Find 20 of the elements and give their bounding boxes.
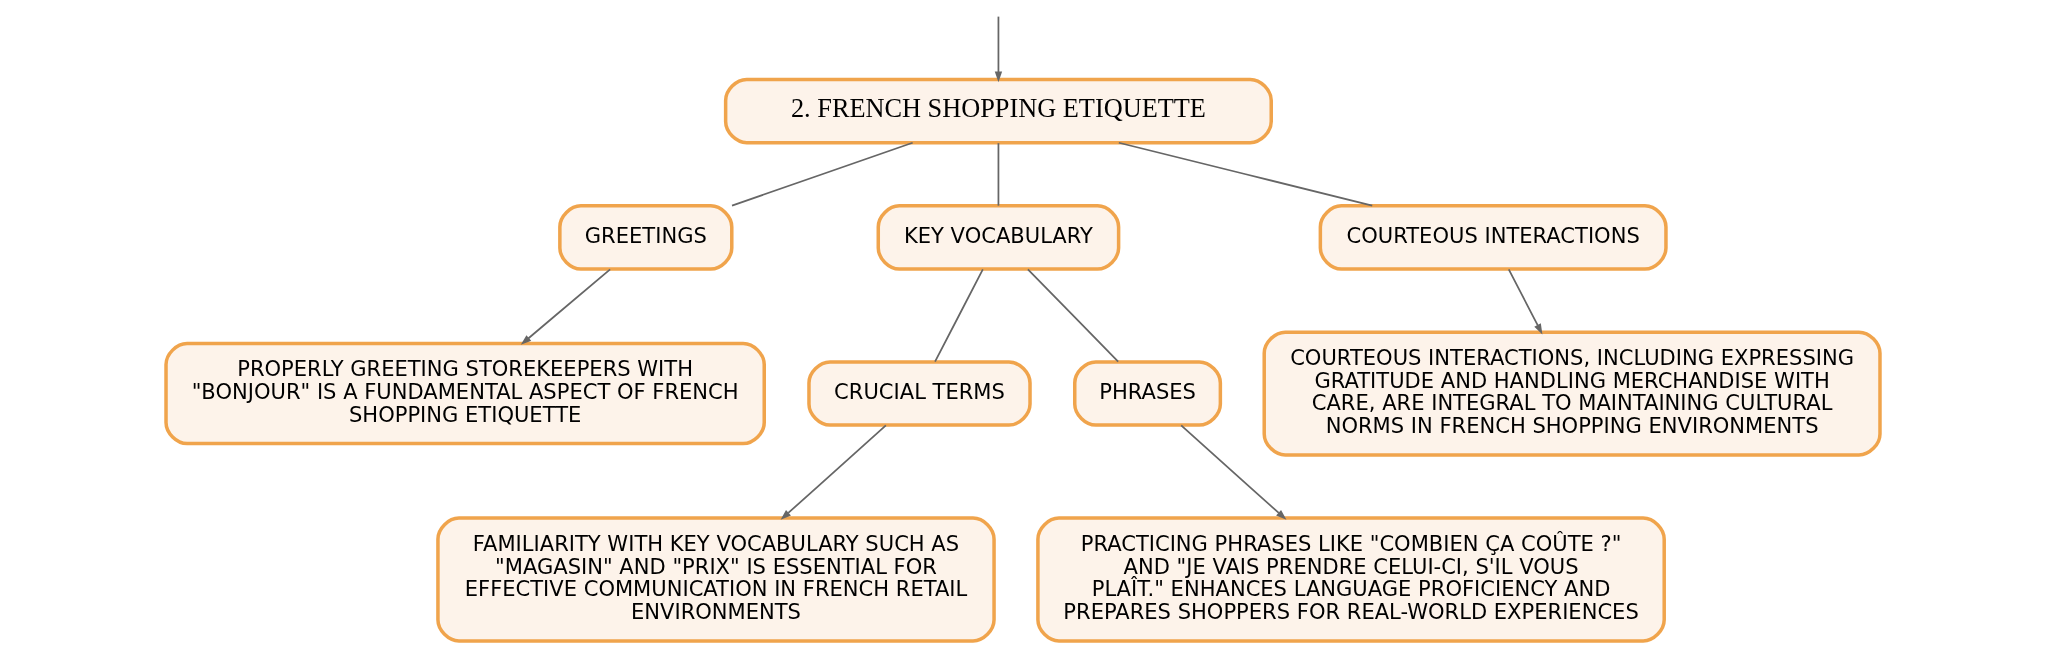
node-box: PHRASES [1073,360,1223,427]
connector [997,142,1000,207]
node-box: COURTEOUS INTERACTIONS [1318,204,1668,271]
node-box: PRACTICING PHRASES LIKE "COMBIEN ÇA COÛTE ?" AND "JE VAIS PRENDRE CELUI-CI, S'IL VOUS PLAÎT." ENHANCES LANGUAGE PROFICIENCY AND PREPARES SHOPPERS FOR REAL-WORLD EXPERIENCES [1036,516,1666,643]
node-box: 2. FRENCH SHOPPING ETIQUETTE [723,77,1273,145]
arrow [1507,268,1543,335]
connector [731,141,914,207]
node-box: CRUCIAL TERMS [807,360,1032,427]
arrow [520,268,611,345]
node-box: GREETINGS [558,204,734,271]
arrow [780,424,887,520]
arrow [1180,424,1287,520]
arrow [994,15,1003,83]
node-box: COURTEOUS INTERACTIONS, INCLUDING EXPRESSING GRATITUDE AND HANDLING MERCHANDISE WITH CARE, ARE INTEGRAL TO MAINTAINING CULTURAL NORMS IN FRENCH SHOPPING ENVIRONMENTS [1262,330,1882,457]
node-box: PROPERLY GREETING STOREKEEPERS WITH "BONJOUR" IS A FUNDAMENTAL ASPECT OF FRENCH SHOPPING ETIQUETTE [164,341,766,446]
connector [1027,268,1120,363]
node-box: KEY VOCABULARY [876,204,1121,271]
connector [934,268,984,363]
connector [1117,141,1374,207]
node-box: FAMILIARITY WITH KEY VOCABULARY SUCH AS "MAGASIN" AND "PRIX" IS ESSENTIAL FOR EFFECTIVE COMMUNICATION IN FRENCH RETAIL ENVIRONMENTS [436,516,996,643]
